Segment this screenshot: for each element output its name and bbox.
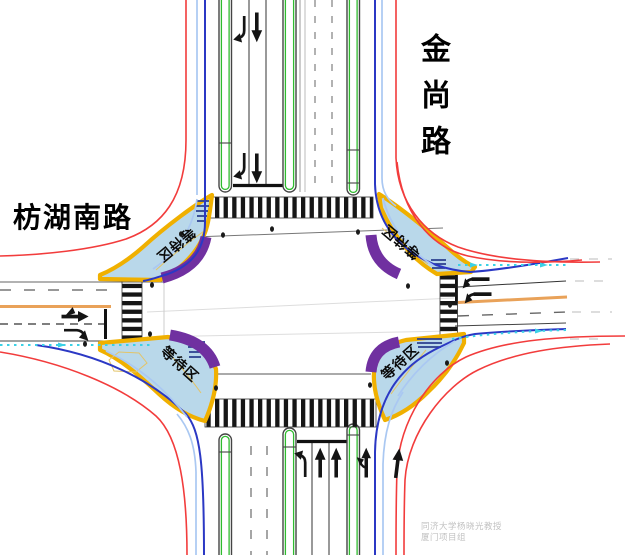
crosswalk-east: [439, 266, 458, 337]
west-road-label: 枋湖南路: [13, 202, 134, 233]
capsule-tick-marks: [219, 142, 360, 453]
lane-arrow-left-turn-northbound: [293, 449, 307, 479]
north-road-label: 金尚路: [416, 33, 449, 171]
roadway-edge-lines: [35, 0, 569, 555]
lane-arrow-straight-northbound-2: [331, 448, 342, 478]
north-road-lines: [233, 0, 333, 192]
bus-lane-lines: [0, 295, 568, 308]
bike-guide-arrowheads: [58, 262, 548, 348]
crosswalk-north: [206, 196, 374, 219]
bus-bay-arc-southwest: [168, 329, 221, 369]
lane-arrow-left-turn-southbound: [232, 14, 246, 44]
waiting-zone-wedges: [97, 191, 478, 424]
waiting-zone-northeast: [376, 191, 478, 277]
lane-arrow-straight-southbound: [251, 12, 262, 42]
watermark-line2: 厦门项目组: [421, 532, 467, 542]
watermark: 同济大学杨晓光教授 厦门项目组: [421, 521, 502, 543]
waiting-zone-northwest: [97, 192, 215, 283]
lane-arrow-straight-left-eastbound: [61, 307, 88, 322]
intersection-guide-lines: [146, 280, 455, 346]
crosswalk-west: [121, 278, 143, 341]
lane-arrow-straight-southbound-2: [251, 153, 262, 183]
bus-bay-arc-northeast: [365, 234, 402, 280]
lane-arrow-left-turn-southbound-2: [232, 151, 246, 181]
south-road-lines: [250, 439, 352, 555]
lane-arrow-straight-northbound: [315, 448, 326, 478]
bus-bay-arc-southeast: [365, 336, 401, 373]
lane-arrow-right-turn-eastbound: [62, 328, 89, 342]
auxiliary-edge-lines: [105, 0, 456, 555]
bus-bay-arc-northwest: [160, 235, 212, 284]
crosswalk-south: [204, 398, 377, 428]
crosswalks: [121, 196, 458, 428]
bus-bay-arcs: [160, 234, 402, 373]
lane-separator-capsules: [218, 0, 361, 555]
lane-arrow-slip-lane: [390, 448, 405, 479]
watermark-line1: 同济大学杨晓光教授: [421, 521, 503, 531]
bicycle-markers: [83, 226, 452, 391]
